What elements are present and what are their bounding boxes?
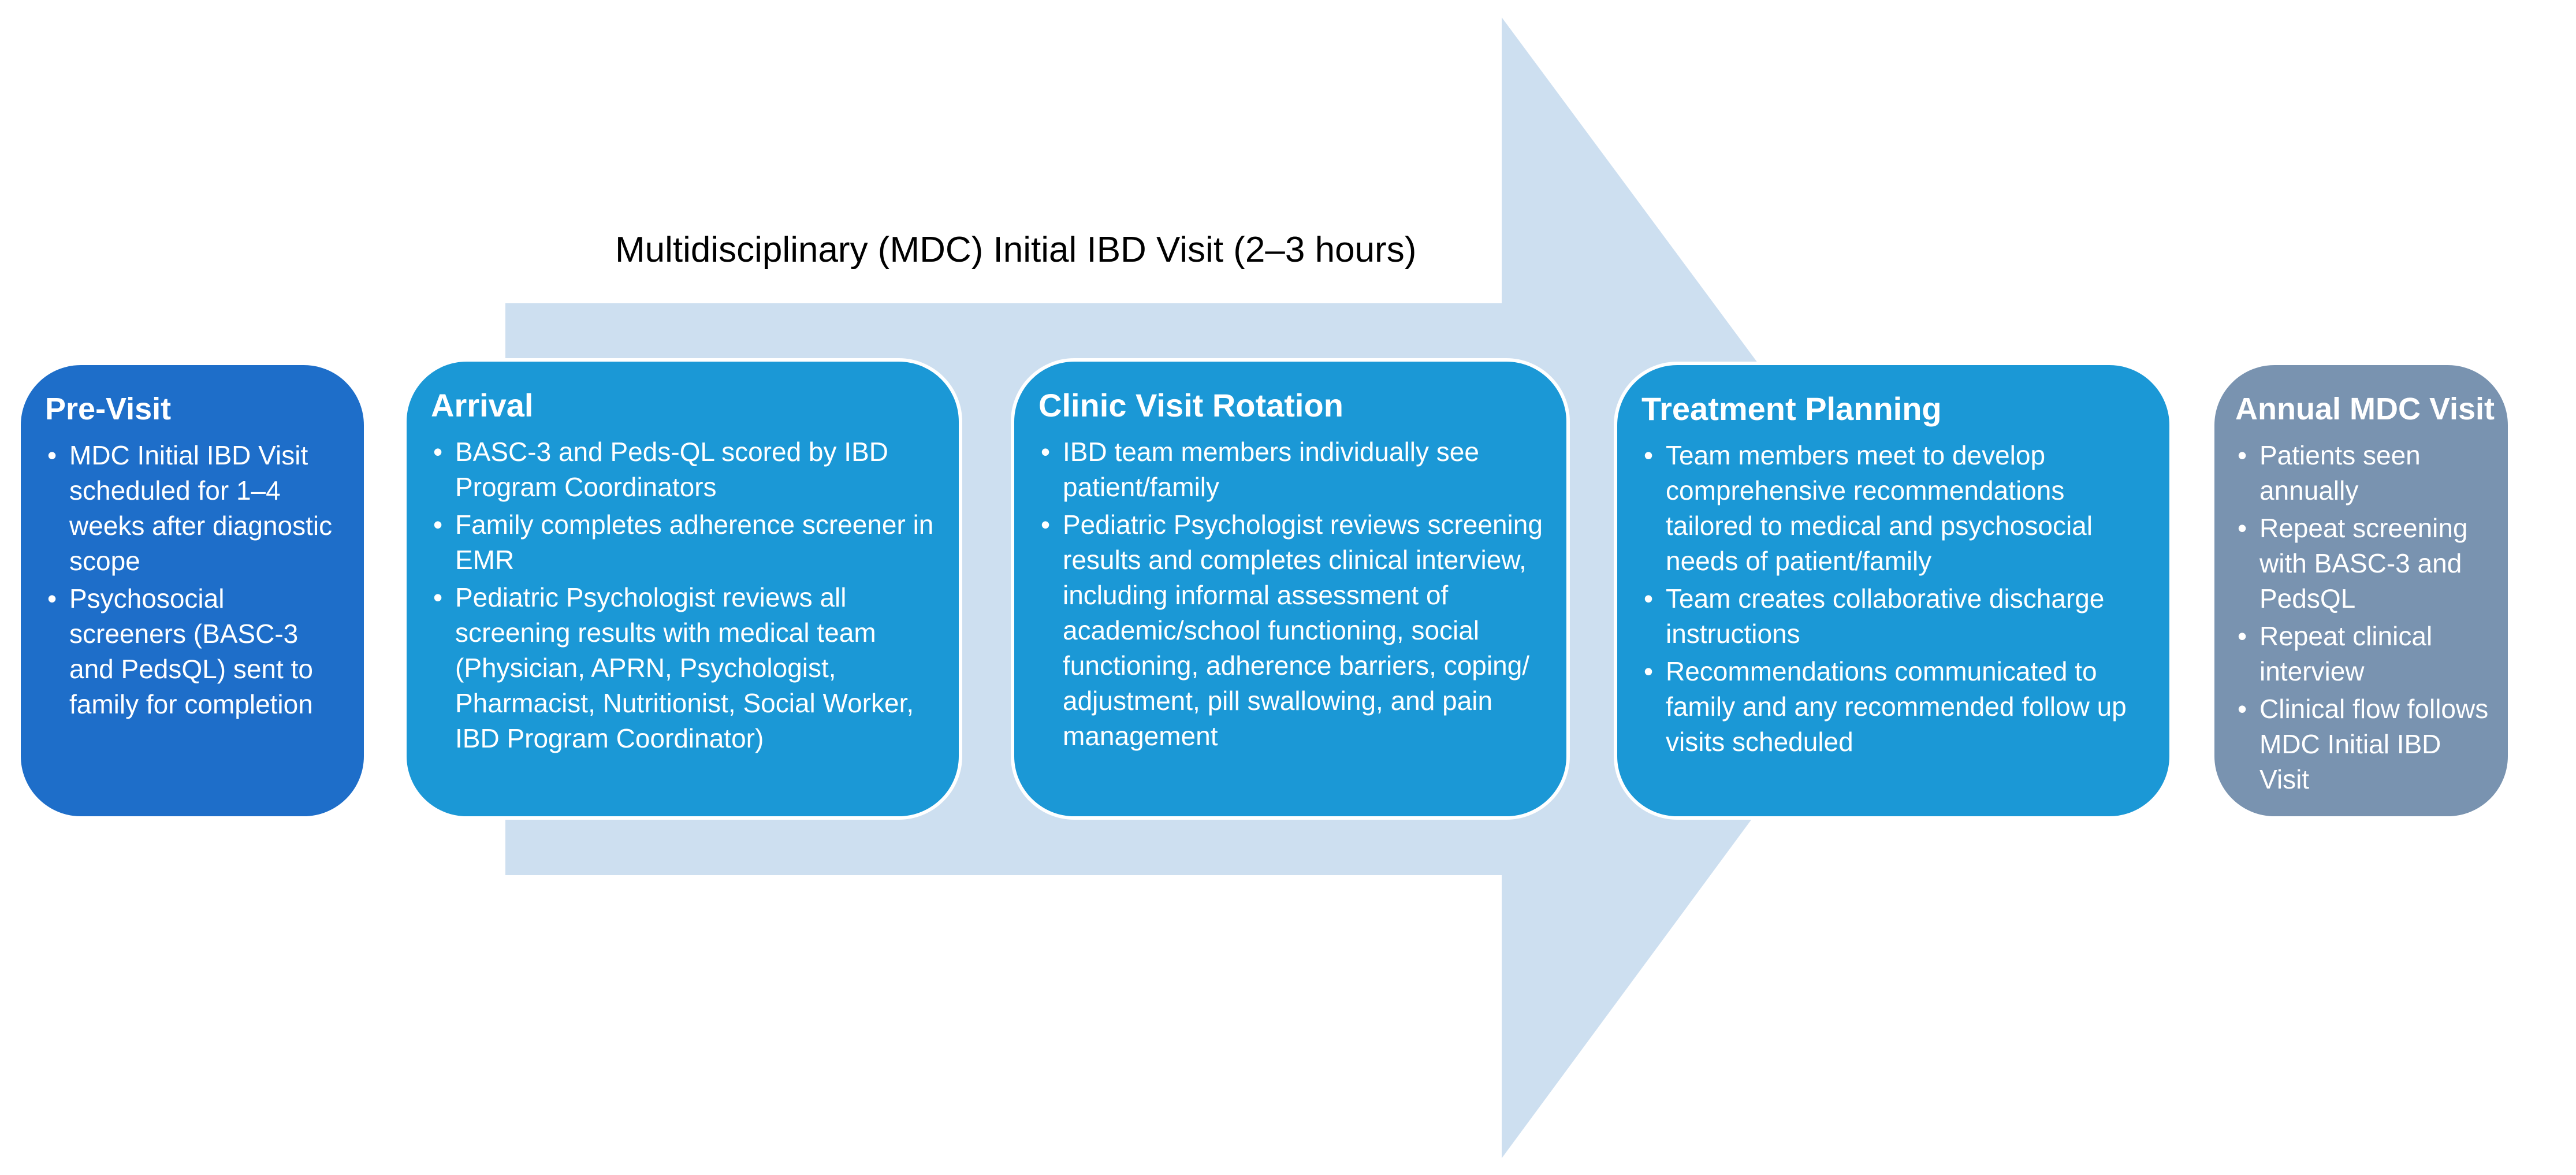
bullet-icon: • <box>1041 510 1051 540</box>
stage-arrival: Arrival •BASC-3 and Peds-QL scored by IB… <box>403 358 962 820</box>
stage-title: Arrival <box>431 387 534 423</box>
stage-pre-visit: Pre-Visit •MDC Initial IBD Visit schedul… <box>17 362 367 820</box>
list-item: •Family completes adherence screener in … <box>431 507 936 578</box>
banner-title: Multidisciplinary (MDC) Initial IBD Visi… <box>615 230 1417 270</box>
stage-title: Pre-Visit <box>45 392 172 426</box>
list-item: •Clinical flow follows MDC Initial IBD V… <box>2235 691 2494 797</box>
list-item: •Recommendations communicated to family … <box>1641 654 2146 760</box>
list-item: •MDC Initial IBD Visit scheduled for 1–4… <box>45 438 341 579</box>
list-item: •Psychosocial screeners (BASC-3 and Peds… <box>45 581 341 722</box>
list-item: •IBD team members individually see patie… <box>1038 434 1543 505</box>
bullet-icon: • <box>1644 656 1654 686</box>
list-item: •BASC-3 and Peds-QL scored by IBD Progra… <box>431 434 936 505</box>
bullet-icon: • <box>2238 440 2247 470</box>
bullet-icon: • <box>47 440 57 470</box>
list-item: •Repeat screening with BASC-3 and PedsQL <box>2235 511 2494 616</box>
list-item: •Repeat clinical interview <box>2235 619 2494 689</box>
bullet-icon: • <box>433 582 443 612</box>
stage-list: •BASC-3 and Peds-QL scored by IBD Progra… <box>431 434 936 756</box>
stage-title: Annual MDC Visit <box>2235 392 2495 426</box>
list-item: •Pediatric Psychologist reviews screenin… <box>1038 507 1543 754</box>
stage-title: Clinic Visit Rotation <box>1038 387 1343 423</box>
stage-title: Treatment Planning <box>1641 391 1942 427</box>
bullet-icon: • <box>1644 583 1654 613</box>
stage-clinic-visit-rotation: Clinic Visit Rotation •IBD team members … <box>1011 358 1570 820</box>
bullet-icon: • <box>2238 694 2247 724</box>
stage-list: •Team members meet to develop comprehens… <box>1641 438 2146 760</box>
list-item: •Pediatric Psychologist reviews all scre… <box>431 580 936 756</box>
stage-annual-mdc-visit: Annual MDC Visit •Patients seen annually… <box>2211 362 2511 820</box>
bullet-icon: • <box>2238 621 2247 651</box>
list-item: •Patients seen annually <box>2235 438 2494 508</box>
stage-list: •MDC Initial IBD Visit scheduled for 1–4… <box>45 438 341 722</box>
bullet-icon: • <box>47 583 57 613</box>
stage-treatment-planning: Treatment Planning •Team members meet to… <box>1614 362 2173 820</box>
bullet-icon: • <box>1041 437 1051 467</box>
bullet-icon: • <box>433 510 443 540</box>
stage-list: •Patients seen annually •Repeat screenin… <box>2235 438 2494 797</box>
stage-list: •IBD team members individually see patie… <box>1038 434 1543 754</box>
bullet-icon: • <box>433 437 443 467</box>
bullet-icon: • <box>2238 513 2247 543</box>
list-item: •Team creates collaborative discharge in… <box>1641 581 2146 652</box>
list-item: •Team members meet to develop comprehens… <box>1641 438 2146 579</box>
bullet-icon: • <box>1644 440 1654 470</box>
